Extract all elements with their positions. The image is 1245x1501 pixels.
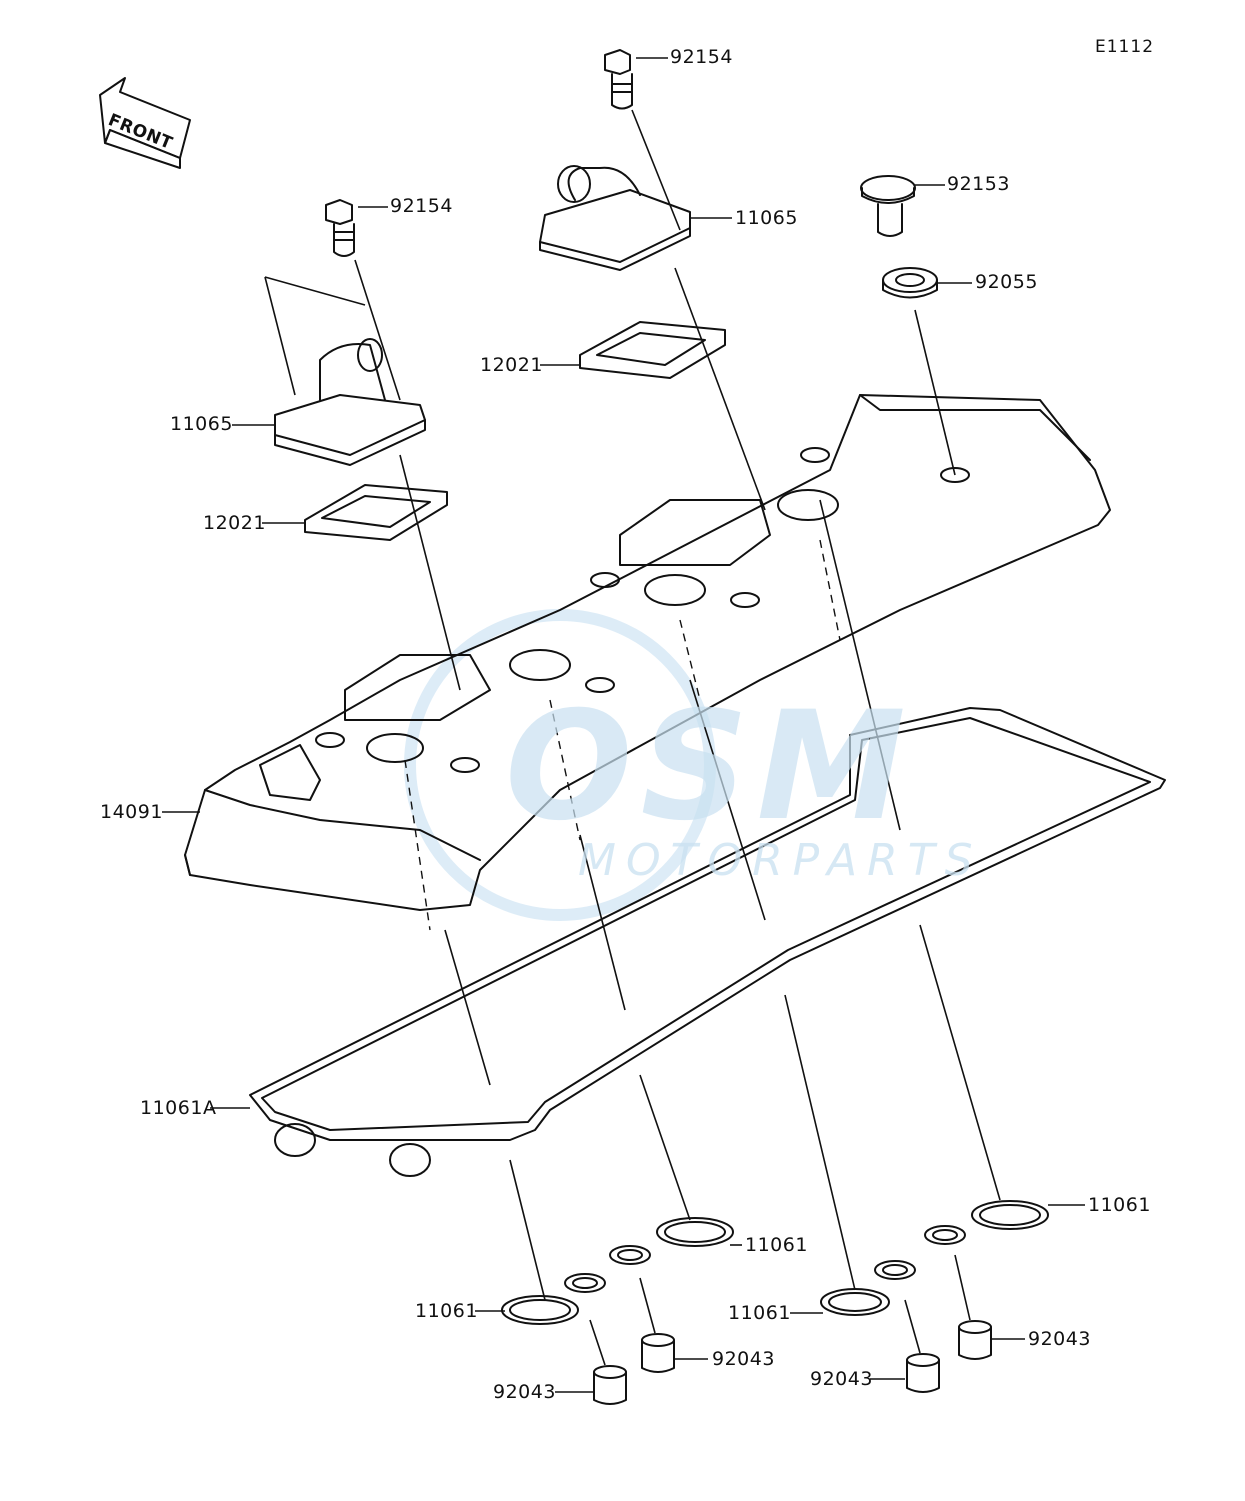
label-bolt-left: 92154 — [390, 195, 453, 217]
label-gasket-right-top: 11061 — [1088, 1194, 1151, 1216]
gasket-center — [609, 1217, 734, 1265]
gasket-right-top — [924, 1200, 1049, 1245]
dowel-center — [641, 1333, 675, 1373]
washer-right — [882, 267, 938, 299]
label-gasket-left: 11061 — [415, 1300, 478, 1322]
watermark-subtext: MOTORPARTS — [578, 835, 983, 886]
dowel-left — [593, 1365, 627, 1405]
label-dowel-center: 92043 — [712, 1348, 775, 1370]
label-cover-gasket: 11061A — [140, 1097, 217, 1119]
cylinder-head-cover — [184, 394, 1111, 911]
breather-cover-center — [539, 165, 691, 271]
label-plate-left: 12021 — [203, 512, 266, 534]
diagram-code: E1112 — [1095, 37, 1155, 57]
hidden-lines — [404, 539, 841, 931]
label-bolt-center-top: 92154 — [670, 46, 733, 68]
label-gasket-right-mid: 11061 — [728, 1302, 791, 1324]
gasket-left — [501, 1273, 606, 1325]
dowel-right — [958, 1320, 992, 1360]
label-plate-center: 12021 — [480, 354, 543, 376]
label-breather-cover-center: 11065 — [735, 207, 798, 229]
watermark-logo-ring — [404, 609, 716, 921]
label-washer-right: 92055 — [975, 271, 1038, 293]
assembly-lines — [162, 57, 1085, 1393]
label-cylinder-head-cover: 14091 — [100, 801, 163, 823]
breather-cover-left — [274, 338, 426, 466]
label-bolt-right: 92153 — [947, 173, 1010, 195]
bolt-left — [325, 199, 355, 257]
bolt-right — [860, 175, 916, 237]
label-dowel-left: 92043 — [493, 1381, 556, 1403]
front-arrow — [99, 77, 191, 169]
label-breather-cover-left: 11065 — [170, 413, 233, 435]
cover-gasket — [249, 707, 1166, 1177]
gasket-right-mid — [820, 1260, 916, 1316]
label-gasket-center: 11061 — [745, 1234, 808, 1256]
label-dowel-right: 92043 — [1028, 1328, 1091, 1350]
bolt-center-top — [604, 49, 633, 110]
watermark-logo-text: OSM — [505, 680, 914, 854]
label-dowel-right-mid: 92043 — [810, 1368, 873, 1390]
plate-center — [579, 321, 726, 379]
plate-left — [304, 484, 448, 541]
dowel-right-mid — [906, 1353, 940, 1393]
